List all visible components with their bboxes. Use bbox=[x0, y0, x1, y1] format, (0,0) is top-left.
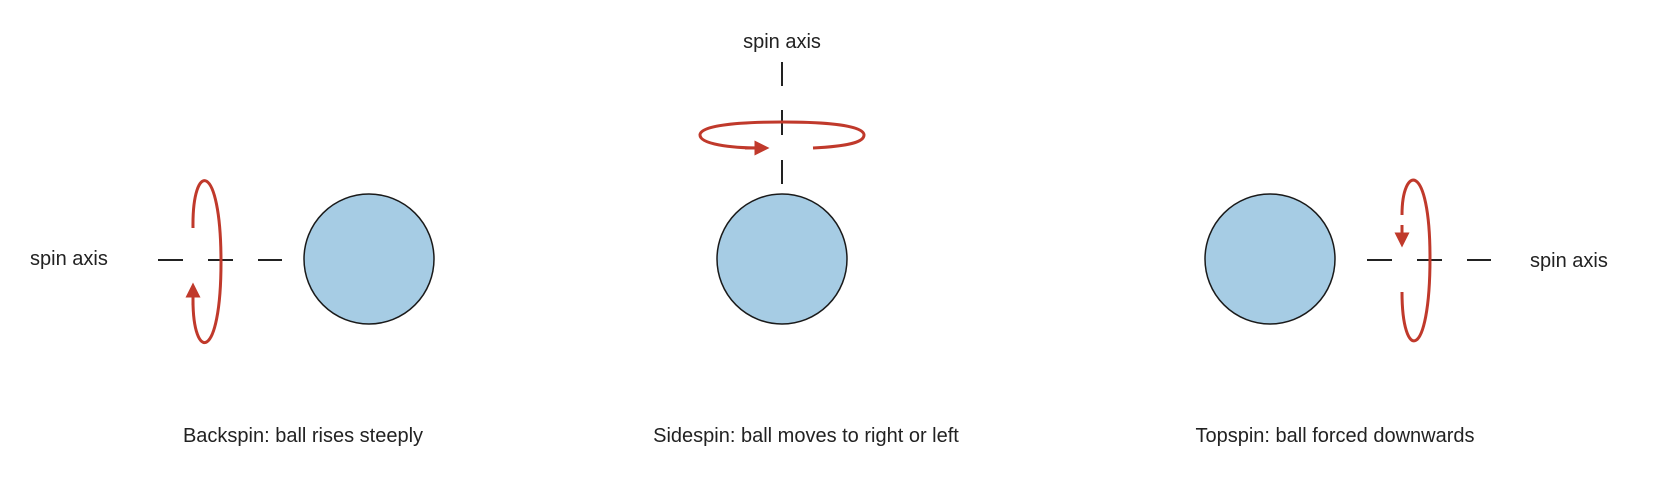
caption: Backspin: ball rises steeply bbox=[183, 425, 423, 447]
caption: Sidespin: ball moves to right or left bbox=[653, 425, 959, 447]
spin-rotation-arrow bbox=[1394, 178, 1432, 343]
caption: Topspin: ball forced downwards bbox=[1195, 425, 1474, 447]
spin-axis-label: spin axis bbox=[743, 31, 821, 53]
spin-rotation-arrow bbox=[185, 179, 223, 345]
spin-axis-label: spin axis bbox=[30, 248, 108, 270]
spin-axis-label: spin axis bbox=[1530, 250, 1608, 272]
sidespin-panel: spin axis Sidespin: ball moves to right … bbox=[653, 31, 959, 447]
ball bbox=[1204, 193, 1336, 325]
ball bbox=[716, 193, 848, 325]
ball bbox=[303, 193, 435, 325]
backspin-panel: spin axis Backspin: ball rises steeply bbox=[30, 179, 435, 447]
spin-rotation-arrow bbox=[698, 120, 866, 156]
topspin-panel: spin axis Topspin: ball forced downwards bbox=[1195, 178, 1608, 447]
